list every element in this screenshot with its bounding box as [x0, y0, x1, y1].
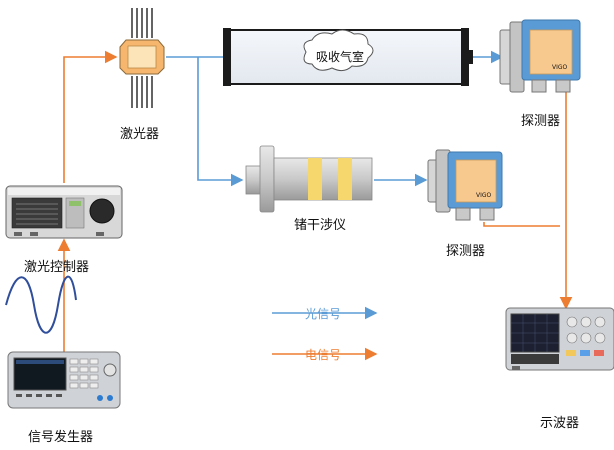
laser-controller-device	[5, 185, 123, 239]
label-laser: 激光器	[120, 127, 160, 142]
signal-generator-device	[7, 351, 121, 409]
laser-device	[119, 8, 165, 108]
label-oscilloscope: 示波器	[540, 416, 580, 431]
oscilloscope-device	[505, 307, 614, 371]
absorption-cell	[223, 28, 473, 86]
label-detector-top: 探测器	[521, 114, 561, 129]
label-laser-controller: 激光控制器	[24, 260, 90, 275]
legend-electrical-label: 电信号	[305, 348, 342, 362]
label-detector-brand-mid: VIGO	[476, 192, 492, 199]
sine-waveform	[5, 275, 77, 334]
electrical-connections	[57, 50, 573, 352]
label-germanium-interferometer: 锗干涉仪	[294, 218, 347, 233]
germanium-interferometer-device	[245, 145, 373, 213]
beam-laser-to-interferometer	[197, 57, 244, 187]
legend	[272, 306, 378, 361]
label-detector-brand-top: VIGO	[552, 64, 568, 71]
label-detector-mid: 探测器	[446, 244, 486, 259]
wire-mid-detector-to-scope	[483, 222, 560, 227]
label-absorption-cell: 吸收气室	[316, 50, 365, 64]
detector-top-device	[499, 19, 581, 93]
wire-controller-to-laser	[63, 50, 118, 183]
label-signal-generator: 信号发生器	[28, 430, 94, 445]
detector-mid-device	[427, 149, 503, 221]
legend-optical-label: 光信号	[305, 307, 342, 321]
